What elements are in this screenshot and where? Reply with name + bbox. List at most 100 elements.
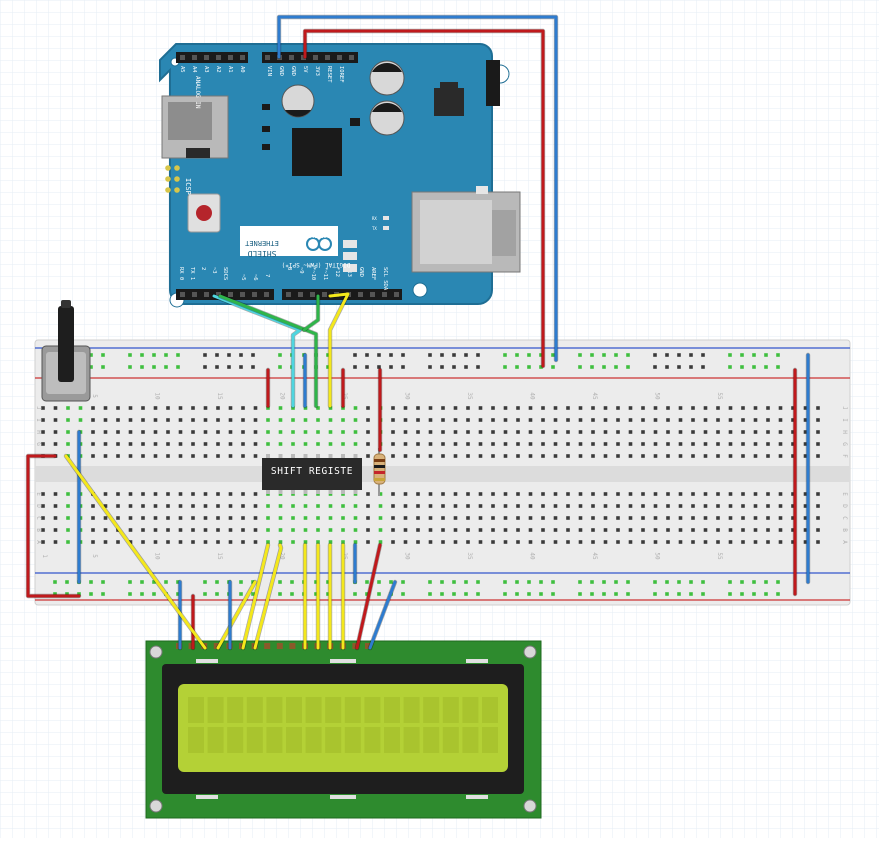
ic-pin bbox=[341, 490, 345, 494]
breadboard-hole bbox=[303, 540, 308, 544]
rail-hole bbox=[239, 592, 243, 596]
lcd-cell bbox=[325, 697, 342, 723]
rail-hole bbox=[128, 592, 132, 596]
header-pin bbox=[216, 55, 221, 60]
column-number: 45 bbox=[591, 392, 598, 400]
pin-label: SCL SDA bbox=[382, 267, 388, 291]
breadboard-hole bbox=[478, 492, 483, 496]
breadboard-hole bbox=[691, 540, 695, 544]
breadboard-hole bbox=[278, 430, 283, 434]
breadboard-hole bbox=[203, 528, 208, 532]
breadboard-hole bbox=[228, 504, 233, 508]
breadboard-hole bbox=[141, 516, 145, 520]
rail-hole bbox=[203, 592, 207, 596]
breadboard-hole bbox=[353, 540, 358, 544]
breadboard-hole bbox=[491, 454, 495, 458]
breadboard-hole bbox=[641, 430, 645, 434]
breadboard-hole bbox=[578, 442, 583, 446]
column-number: 30 bbox=[404, 552, 411, 560]
rail-hole bbox=[740, 592, 744, 596]
rail-hole bbox=[602, 353, 606, 357]
column-number: 35 bbox=[466, 392, 473, 400]
sd-latch bbox=[186, 148, 210, 158]
smd-led bbox=[343, 240, 357, 248]
breadboard-hole bbox=[253, 442, 258, 446]
lcd-cell bbox=[305, 727, 322, 753]
potentiometer[interactable] bbox=[41, 300, 91, 402]
breadboard-hole bbox=[516, 528, 520, 532]
breadboard-hole bbox=[778, 406, 783, 410]
capacitor bbox=[281, 84, 315, 118]
rail-hole bbox=[602, 592, 606, 596]
rail-hole bbox=[740, 580, 744, 584]
lcd-pin bbox=[264, 643, 271, 649]
breadboard-hole bbox=[703, 418, 708, 422]
rail-hole bbox=[176, 580, 180, 584]
pin-label: ~6 bbox=[252, 274, 258, 281]
pot-knob-shaft[interactable] bbox=[58, 306, 74, 382]
header-pin bbox=[394, 292, 399, 297]
lcd-mount-hole bbox=[149, 799, 163, 813]
rail-hole bbox=[278, 592, 282, 596]
header-pin bbox=[204, 292, 209, 297]
shift-register-ic[interactable] bbox=[262, 454, 362, 494]
rail-hole bbox=[101, 592, 105, 596]
rail-hole bbox=[776, 592, 780, 596]
led-tx-label: TX bbox=[372, 226, 377, 231]
column-number: 5 bbox=[91, 554, 98, 558]
breadboard-hole bbox=[103, 442, 108, 446]
breadboard-hole bbox=[703, 528, 708, 532]
breadboard-hole bbox=[516, 516, 520, 520]
rail-hole bbox=[614, 365, 618, 369]
breadboard-hole bbox=[578, 516, 583, 520]
column-number: 45 bbox=[591, 552, 598, 560]
rail-hole bbox=[476, 365, 480, 369]
breadboard-hole bbox=[666, 418, 670, 422]
breadboard-hole bbox=[266, 406, 270, 410]
breadboard-hole bbox=[303, 418, 308, 422]
breadboard-hole bbox=[403, 406, 408, 410]
breadboard-hole bbox=[366, 442, 370, 446]
rail-hole bbox=[353, 365, 357, 369]
rail-hole bbox=[752, 365, 756, 369]
breadboard-hole bbox=[628, 406, 633, 410]
breadboard-hole bbox=[216, 406, 220, 410]
ic-pin bbox=[316, 490, 320, 494]
row-letter: B bbox=[35, 528, 42, 532]
breadboard-hole bbox=[528, 540, 533, 544]
lcd-cell bbox=[442, 697, 459, 723]
breadboard-hole bbox=[228, 418, 233, 422]
row-letter: J bbox=[35, 406, 42, 410]
breadboard-hole bbox=[278, 540, 283, 544]
header-pin bbox=[286, 292, 291, 297]
breadboard-hole bbox=[728, 418, 733, 422]
breadboard-hole bbox=[228, 528, 233, 532]
breadboard-hole bbox=[466, 418, 470, 422]
breadboard-hole bbox=[53, 516, 58, 520]
breadboard-hole bbox=[703, 504, 708, 508]
header-pin bbox=[370, 292, 375, 297]
rail-hole bbox=[539, 353, 543, 357]
header-pin bbox=[265, 55, 270, 60]
resistor[interactable] bbox=[373, 448, 386, 496]
rail-hole bbox=[578, 353, 582, 357]
rail-hole bbox=[326, 353, 330, 357]
breadboard-hole bbox=[791, 430, 795, 434]
rail-hole bbox=[515, 592, 519, 596]
column-number: 10 bbox=[154, 552, 161, 560]
breadboard-hole bbox=[241, 418, 245, 422]
rail-hole bbox=[464, 580, 468, 584]
header-pin bbox=[325, 55, 330, 60]
breadboard-hole bbox=[553, 406, 558, 410]
icsp-pin bbox=[165, 165, 171, 171]
rail-hole bbox=[728, 592, 732, 596]
breadboard-hole bbox=[753, 454, 758, 458]
breadboard-hole bbox=[178, 528, 183, 532]
reset-button-cap bbox=[196, 205, 212, 221]
breadboard-hole bbox=[766, 540, 770, 544]
breadboard-hole bbox=[178, 540, 183, 544]
breadboard-hole bbox=[591, 430, 595, 434]
breadboard-hole bbox=[266, 528, 270, 532]
breadboard-hole bbox=[228, 430, 233, 434]
lcd-wire-yellow bbox=[253, 543, 283, 650]
